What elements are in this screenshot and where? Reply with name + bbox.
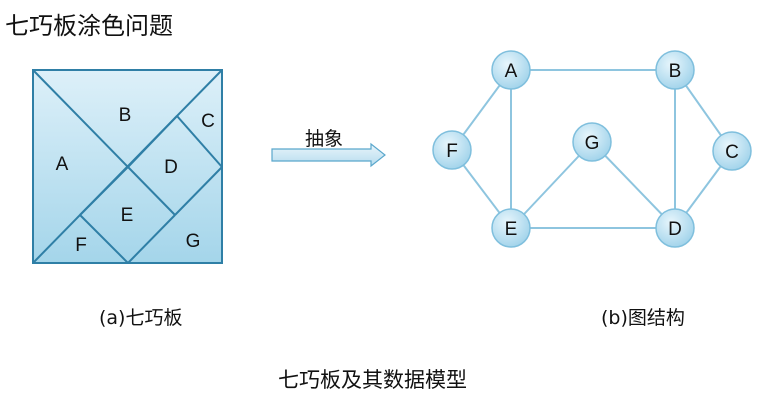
arrow-label: 抽象 [305,128,344,150]
piece-label-f: F [75,235,87,256]
piece-label-c: C [201,111,215,132]
caption-graph: (b)图结构 [601,307,685,329]
tangram-cut [127,214,176,264]
graph-node-circle [491,50,531,90]
tangram-cut [79,214,129,264]
graph-edge-d-g [591,141,676,229]
graph-node-circle [712,131,752,171]
graph-node-label: C [725,142,739,163]
piece-label-g: G [186,231,201,252]
tangram-cut [127,166,176,216]
graph-node-c: C [712,131,752,171]
graph-node-label: G [585,133,600,154]
graph-node-e: E [491,208,531,248]
graph-node-f: F [432,130,472,170]
graph-node-g: G [572,122,612,162]
tangram: A B C D E F G [32,69,223,264]
figure-caption: 七巧板及其数据模型 [278,368,467,392]
graph-node-circle [655,50,695,90]
graph-node-circle [572,122,612,162]
graph-node-label: F [446,141,458,162]
piece-label-b: B [119,105,132,126]
graph-node-a: A [491,50,531,90]
tangram-cut [79,166,129,216]
tangram-cut [176,115,223,168]
caption-tangram: (a)七巧板 [99,307,183,329]
abstraction-arrow [271,142,386,168]
graph-node-b: B [655,50,695,90]
graph-node-circle [655,208,695,248]
piece-label-d: D [164,157,178,178]
graph-node-circle [432,130,472,170]
tangram-cut [32,69,129,168]
piece-label-e: E [121,205,134,226]
graph-node-label: E [505,219,518,240]
graph-node-d: D [655,208,695,248]
graph-node-circle [491,208,531,248]
piece-label-a: A [56,154,69,175]
tangram-cut [127,115,178,168]
page-title: 七巧板涂色问题 [5,12,173,40]
graph-node-label: A [505,61,518,82]
graph-node-label: D [668,219,682,240]
graph: A B C D E F G [432,50,752,248]
tangram-cut [174,166,223,216]
graph-node-label: B [669,61,682,82]
